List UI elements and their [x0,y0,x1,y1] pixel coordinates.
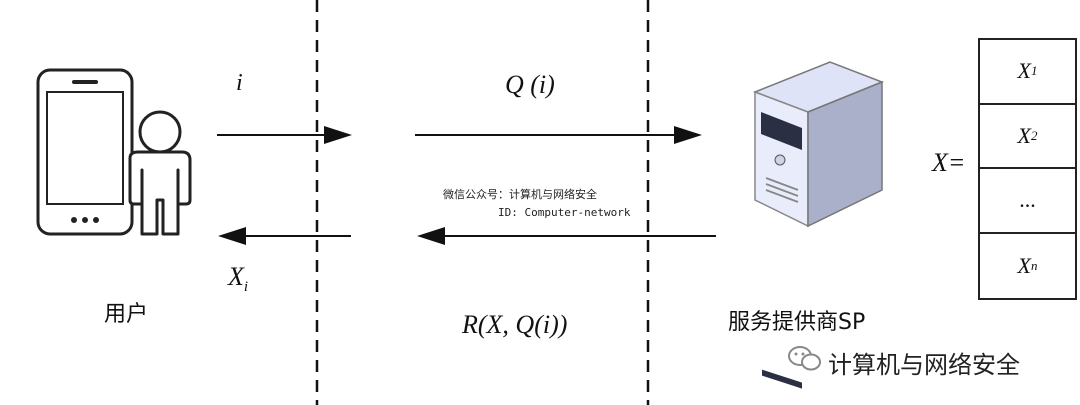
footer-brand-label: 计算机与网络安全 [828,345,1020,380]
watermark: 微信公众号：计算机与网络安全 ID: Computer-network [443,186,630,222]
result-label-subscript: i [244,279,248,295]
arrow-response-from-sp [417,227,716,245]
result-label-main: X [228,262,244,291]
watermark-line2: ID: Computer-network [443,204,630,222]
person-icon [130,112,190,234]
array-cell-main: X [1018,253,1031,279]
array-cell-ellipsis: ... [1019,187,1036,213]
array-cell-main: X [1018,58,1031,84]
smartphone-icon [38,70,132,234]
user-label: 用户 [104,296,148,328]
response-label: R(X, Q(i)) [462,310,567,340]
array-cell-sub: 2 [1031,128,1038,144]
array-cell-sub: 1 [1031,63,1038,79]
array-cell: ... [980,169,1075,234]
arrow-query-to-sp [415,126,702,144]
result-label-xi: Xi [228,262,248,296]
arrow-request-left-segment [217,126,352,144]
index-label-i: i [236,70,243,97]
server-icon [755,62,882,389]
arrow-result-to-user [218,227,351,245]
service-provider-label: 服务提供商SP [728,304,865,336]
query-label: Q (i) [505,70,555,100]
database-equals-label: X= [932,148,965,178]
footer-brand-text: 计算机与网络安全 [792,345,1020,380]
array-cell-sub: n [1031,258,1038,274]
array-cell-main: X [1018,123,1031,149]
watermark-line1: 微信公众号：计算机与网络安全 [443,186,630,204]
